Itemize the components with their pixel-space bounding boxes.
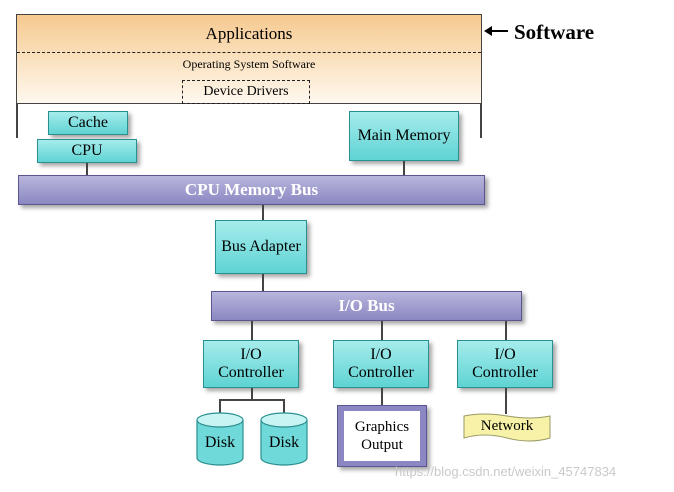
io-controller-1-line2: Controller [218, 364, 284, 381]
graphics-output-line1: Graphics [354, 419, 410, 435]
io-controller-3-line2: Controller [472, 364, 538, 381]
cpu-connector [86, 163, 88, 175]
io-controller-2: I/O Controller [333, 340, 429, 388]
disk-trunk-connector [251, 388, 253, 400]
graphics-output-device: Graphics Output [337, 405, 427, 467]
software-label: Software [514, 20, 595, 44]
disk-1-connector [219, 399, 221, 413]
device-drivers-layer: Device Drivers [182, 80, 310, 104]
cache-box: Cache [48, 111, 128, 135]
disk-2-connector [283, 399, 285, 413]
disk-2-label: Disk [268, 434, 300, 451]
applications-layer: Applications [17, 15, 481, 53]
disk-1-cylinder-icon [196, 412, 244, 466]
io-controller-3-line1: I/O [494, 345, 516, 363]
disk-branch-connector [219, 399, 285, 401]
bus-adapter-bottom-connector [262, 274, 264, 291]
io-controller-1-line1: I/O [240, 345, 262, 363]
io-controller-3: I/O Controller [457, 340, 553, 388]
graphics-connector [381, 388, 383, 405]
software-pointer-arrow [484, 26, 508, 36]
graphics-output-line2: Output [361, 437, 403, 453]
io-controller-1-connector [251, 321, 253, 340]
graphics-output-screen: Graphics Output [344, 411, 420, 461]
io-controller-3-connector [505, 321, 507, 340]
network-label: Network [480, 418, 534, 434]
bus-adapter-top-connector [262, 205, 264, 220]
bus-adapter-box: Bus Adapter [215, 220, 307, 274]
io-controller-2-line2: Controller [348, 364, 414, 381]
network-connector [505, 388, 507, 414]
disk-2: Disk [259, 412, 309, 466]
software-right-edge [480, 104, 482, 138]
cpu-memory-bus: CPU Memory Bus [18, 175, 485, 205]
main-memory-box: Main Memory [349, 111, 459, 161]
network-device: Network [462, 412, 552, 446]
cpu-box: CPU [37, 139, 137, 163]
io-bus: I/O Bus [211, 291, 522, 321]
network-banner-icon [463, 413, 551, 442]
io-controller-1: I/O Controller [203, 340, 299, 388]
software-stack: Applications Operating System Software D… [16, 14, 482, 104]
watermark-text: https://blog.csdn.net/weixin_45747834 [395, 464, 617, 479]
memory-connector [403, 161, 405, 175]
os-software-layer: Operating System Software [182, 57, 316, 71]
io-controller-2-connector [381, 321, 383, 340]
disk-2-cylinder-icon [260, 412, 308, 466]
disk-1-label: Disk [204, 434, 236, 451]
software-left-edge [16, 104, 18, 138]
disk-1: Disk [195, 412, 245, 466]
io-controller-2-line1: I/O [370, 345, 392, 363]
